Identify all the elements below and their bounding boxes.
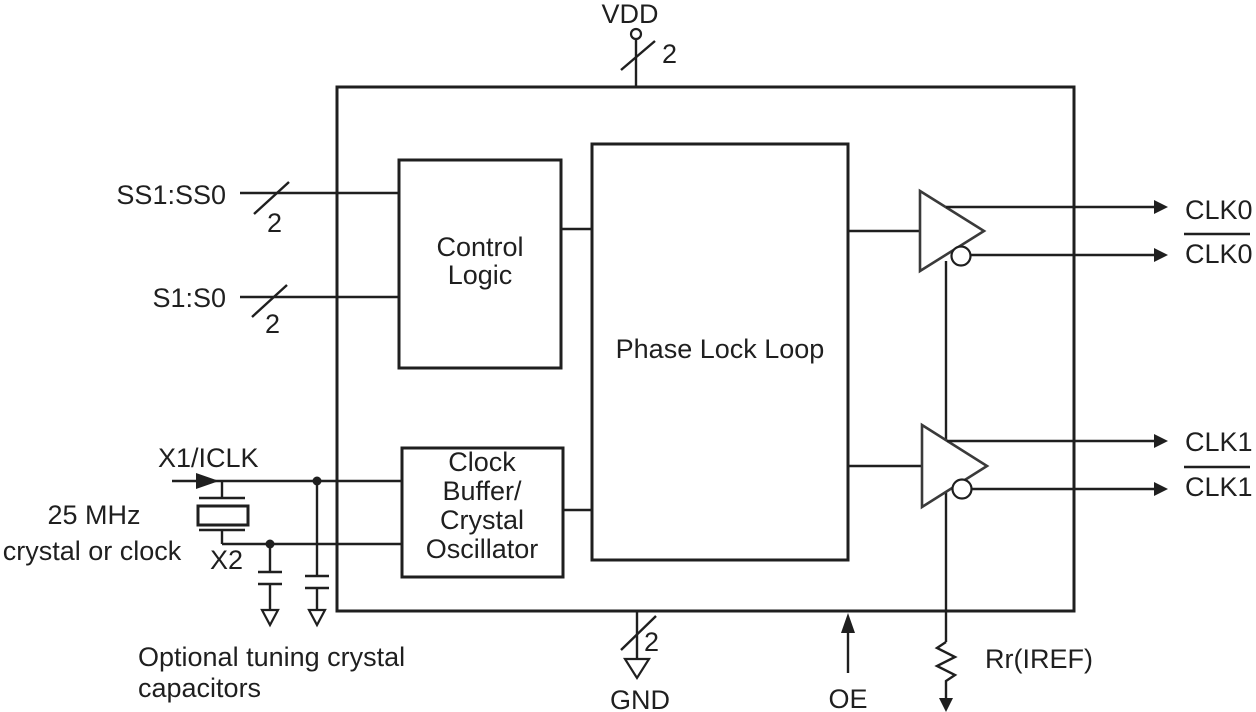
pll-block: Phase Lock Loop [590,142,850,562]
x1-input-arrow [196,473,219,489]
control-logic-block: Control Logic [397,158,563,370]
gnd-pin: 2 GND [610,611,670,712]
clock-buffer-block: Clock Buffer/ Crystal Oscillator [400,446,565,579]
gnd-bus-width: 2 [644,627,659,657]
control-logic-label-line2: Logic [448,260,513,290]
driver1-inversion-bubble [951,478,973,500]
s-bus-slash [251,284,288,318]
gnd-label: GND [610,685,670,712]
clk0-arrow [1154,200,1168,214]
output-driver-1: CLK1 CLK1 [920,422,1253,510]
ss-bus-slash [253,181,290,215]
chip-outline [335,85,1076,613]
clk0-label: CLK0 [1185,195,1253,225]
s-input: S1:S0 2 [152,283,399,339]
clk1n-label: CLK1 [1185,472,1253,502]
ss-bus-width: 2 [267,208,282,238]
vdd-bus-slash [620,40,656,71]
capacitor-note-line1: Optional tuning crystal [138,642,405,672]
clock-buffer-label-line1: Clock [448,447,516,477]
clk0n-arrow [1154,248,1168,262]
pll-label: Phase Lock Loop [616,334,825,364]
output-driver-0: CLK0 CLK0 [918,188,1253,274]
ss-input: SS1:SS0 2 [116,180,399,238]
oe-label: OE [828,684,867,712]
clk1-arrow [1154,434,1168,448]
gnd-bus-slash [620,615,657,651]
crystal-body [196,504,250,527]
capacitor-note-line2: capacitors [138,673,261,703]
oe-up-arrow [841,613,855,633]
clk0n-label: CLK0 [1185,239,1253,269]
cap1-ground-symbol [260,608,280,628]
s-label: S1:S0 [152,283,226,313]
gnd-ground-symbol [623,657,651,681]
clock-buffer-box [400,446,565,579]
clk1-label: CLK1 [1185,427,1253,457]
clock-buffer-label-line2: Buffer/ [442,476,522,506]
control-logic-label-line1: Control [436,232,523,262]
iref-net: Rr(IREF) [934,261,1093,712]
driver0-inversion-bubble [950,245,972,267]
crystal-note-line1: 25 MHz [47,500,140,530]
oe-pin: OE [828,613,868,712]
pll-box [590,142,850,562]
ss-label: SS1:SS0 [116,180,226,210]
iref-down-arrow [939,698,953,712]
iref-resistor-symbol [934,641,958,687]
crystal-circuit: X1/ICLK X2 25 MHz crystal or clock Optio… [3,443,405,703]
x1-label: X1/ICLK [158,443,259,473]
s-bus-width: 2 [265,309,280,339]
vdd-terminal-circle [629,27,643,41]
x2-label: X2 [210,545,243,575]
vdd-pin: VDD 2 [601,0,677,87]
clock-buffer-label-line3: Crystal [440,505,524,535]
iref-label: Rr(IREF) [985,644,1093,674]
clock-buffer-label-line4: Oscillator [426,534,539,564]
clk1n-arrow [1154,482,1168,496]
cap2-ground-symbol [307,608,327,628]
control-logic-box [397,158,563,370]
crystal-note-line2: crystal or clock [3,536,182,566]
vdd-bus-width: 2 [662,39,677,69]
vdd-label: VDD [601,0,658,29]
